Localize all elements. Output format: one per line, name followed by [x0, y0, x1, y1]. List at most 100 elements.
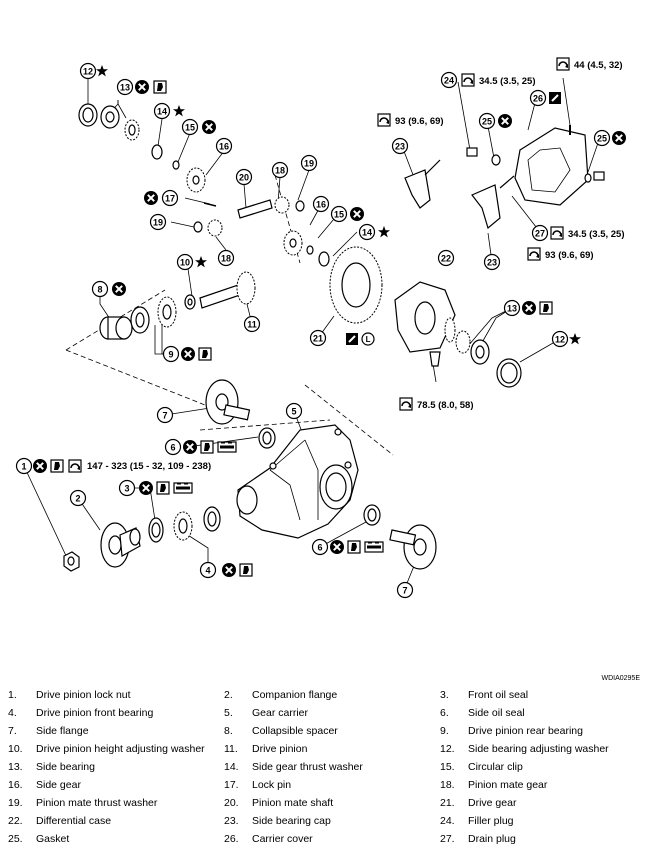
legend-item: 18.Pinion mate gear	[440, 776, 651, 794]
svg-text:15: 15	[185, 123, 195, 133]
callout-27: 27	[531, 224, 549, 242]
callout-20: 20	[235, 168, 253, 186]
legend-item: 3. Front oil seal	[440, 686, 651, 704]
legend-part-name: Pinion mate shaft	[252, 797, 334, 809]
side-bearing-right	[455, 330, 490, 365]
companion-flange	[100, 522, 141, 568]
svg-text:15: 15	[334, 210, 344, 220]
legend-part-name: Side bearing adjusting washer	[468, 743, 609, 755]
legend-item: 7.Side flange	[8, 722, 224, 740]
legend-number: 20.	[224, 797, 239, 809]
legend-part-name: Drive gear	[468, 797, 517, 809]
torque-label-bearing-cap-left: 93 (9.6, 69)	[395, 116, 444, 127]
legend-item: 12.Side bearing adjusting washer	[440, 740, 651, 758]
legend-number: 23.	[224, 815, 239, 827]
svg-text:4: 4	[205, 566, 210, 576]
svg-text:13: 13	[120, 83, 130, 93]
svg-text:3: 3	[124, 484, 129, 494]
callout-14: 14	[358, 223, 376, 241]
torque-label-lock-nut: 147 - 323 (15 - 32, 109 - 238)	[87, 461, 211, 472]
callout-6: 6	[311, 538, 329, 556]
side-gear-right	[283, 230, 330, 267]
callout-12: 12	[79, 62, 97, 80]
callout-18: 18	[217, 249, 235, 267]
legend-part-name: Drive pinion	[252, 743, 308, 755]
callout-13: 13	[116, 78, 134, 96]
legend-part-name: Front oil seal	[468, 689, 529, 701]
torque-label-filler-plug: 34.5 (3.5, 25)	[479, 76, 536, 87]
legend-part-name: Filler plug	[468, 815, 514, 827]
legend-row: 25.Gasket 26.Carrier cover 27.Drain plug	[8, 830, 648, 848]
svg-text:12: 12	[555, 335, 565, 345]
svg-text:13: 13	[507, 304, 517, 314]
side-bearing-washer-right	[496, 358, 522, 388]
legend-item: 23.Side bearing cap	[224, 812, 440, 830]
pinion-mate-gear-right	[274, 196, 305, 214]
side-bearing-cap-left	[404, 159, 441, 209]
callout-23: 23	[391, 137, 409, 155]
torque-label-drain-plug: 34.5 (3.5, 25)	[568, 229, 625, 240]
legend-part-name: Companion flange	[252, 689, 338, 701]
legend-item: 14.Side gear thrust washer	[224, 758, 440, 776]
legend-number: 11.	[224, 743, 238, 755]
legend-row: 4.Drive pinion front bearing 5.Gear carr…	[8, 704, 648, 722]
legend-part-name: Drive pinion lock nut	[36, 689, 131, 701]
callout-7: 7	[396, 581, 414, 599]
legend-item: 9.Drive pinion rear bearing	[440, 722, 651, 740]
callout-12: 12	[551, 330, 569, 348]
legend-part-name: Side flange	[36, 725, 89, 737]
svg-text:11: 11	[247, 320, 257, 330]
callout-10: 10	[176, 253, 194, 271]
legend-number: 22.	[8, 815, 23, 827]
callout-13: 13	[503, 299, 521, 317]
svg-text:5: 5	[291, 407, 296, 417]
svg-text:14: 14	[362, 228, 372, 238]
svg-text:26: 26	[533, 94, 543, 104]
callout-26: 26	[529, 89, 547, 107]
legend-item: 20. Pinion mate shaft	[224, 794, 440, 812]
legend-item: 5. Gear carrier	[224, 704, 440, 722]
legend-item: 19.Pinion mate thrust washer	[8, 794, 224, 812]
callout-14: 14	[153, 102, 171, 120]
callout-9: 9	[162, 345, 180, 363]
pinion-mate-gear-left	[193, 219, 223, 237]
legend-part-name: Carrier cover	[252, 833, 313, 845]
side-flange-upper	[205, 379, 251, 425]
legend-number: 16.	[8, 779, 23, 791]
callout-19: 19	[149, 213, 167, 231]
carrier-cover	[514, 127, 589, 206]
legend-item: 11. Drive pinion	[224, 740, 440, 758]
callout-23: 23	[483, 253, 501, 271]
legend-item: 8.Collapsible spacer	[224, 722, 440, 740]
legend-number: 5.	[224, 707, 233, 719]
legend-number: 21.	[440, 797, 455, 809]
parts-legend: 1.Drive pinion lock nut 2.Companion flan…	[8, 686, 648, 848]
legend-part-name: Gear carrier	[252, 707, 309, 719]
callout-24: 24	[440, 71, 458, 89]
callout-8: 8	[91, 280, 109, 298]
svg-text:12: 12	[83, 67, 93, 77]
legend-number: 3.	[440, 689, 449, 701]
legend-number: 15.	[440, 761, 455, 773]
torque-label-bearing-cap-right: 93 (9.6, 69)	[545, 250, 594, 261]
callout-16: 16	[312, 195, 330, 213]
figure-code: WDIA0295E	[601, 675, 640, 682]
legend-number: 6.	[440, 707, 449, 719]
legend-item: 21. Drive gear	[440, 794, 651, 812]
svg-text:1: 1	[21, 462, 26, 472]
callout-22: 22	[437, 249, 455, 267]
svg-text:18: 18	[275, 166, 285, 176]
legend-number: 1.	[8, 689, 17, 701]
gasket-left	[491, 154, 501, 166]
height-adjusting-washer	[184, 294, 196, 310]
legend-item: 15.Circular clip	[440, 758, 651, 776]
drain-plug	[584, 171, 605, 183]
side-bearing-cap-right	[471, 175, 515, 230]
legend-item: 10.Drive pinion height adjusting washer	[8, 740, 224, 758]
svg-text:16: 16	[219, 142, 229, 152]
legend-item: 22.Differential case	[8, 812, 224, 830]
svg-text:7: 7	[402, 586, 407, 596]
drive-pinion	[199, 271, 256, 309]
thrust-washer-left	[151, 144, 163, 160]
legend-number: 14.	[224, 761, 239, 773]
